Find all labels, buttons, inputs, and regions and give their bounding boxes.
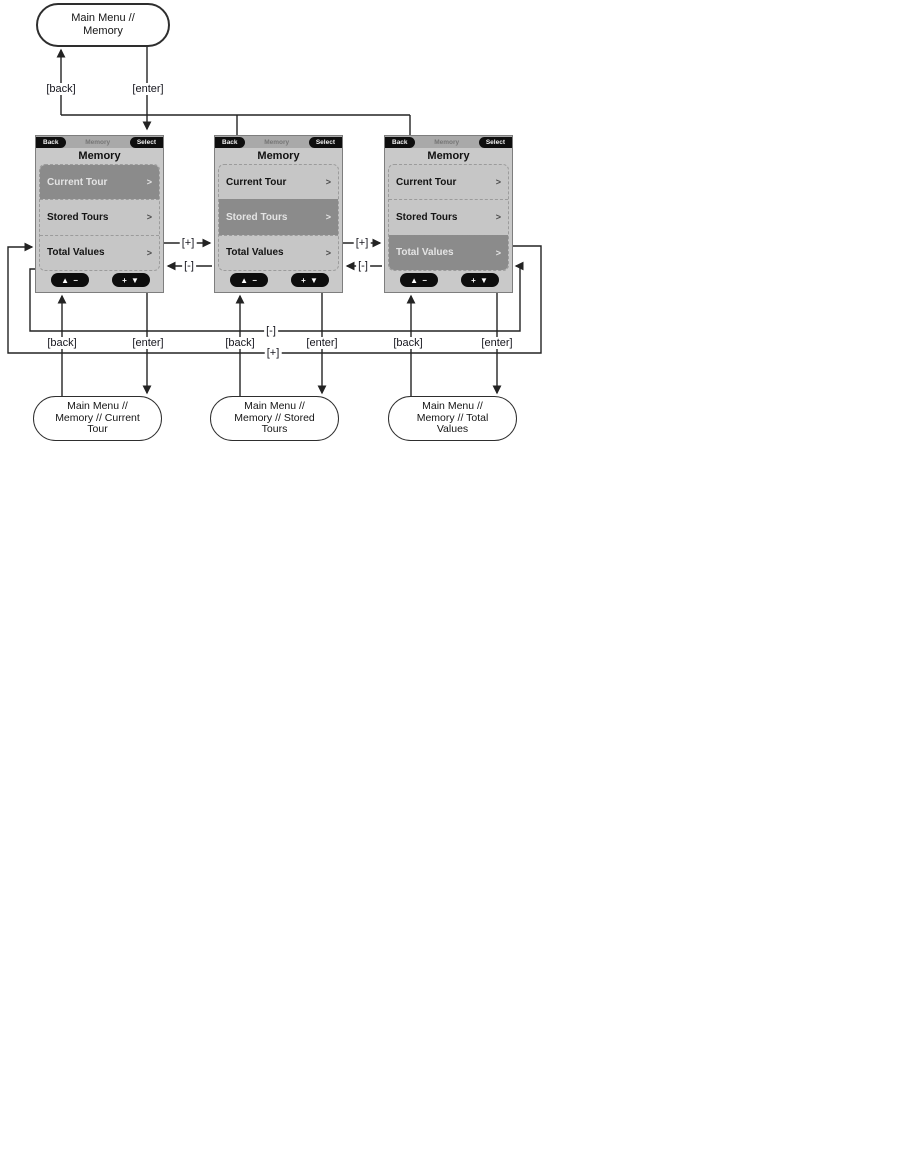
menu-item-stored-tours: Stored Tours > bbox=[389, 199, 508, 234]
tab-memory: Memory bbox=[264, 138, 290, 146]
flow-node-text: Main Menu // bbox=[422, 399, 483, 412]
flow-node-text: Main Menu // bbox=[244, 399, 305, 412]
screen-title: Memory bbox=[427, 150, 470, 162]
button-plus-down: + ▼ bbox=[461, 273, 499, 287]
menu-item-label: Current Tour bbox=[396, 176, 457, 188]
button-up-minus: ▲ − bbox=[230, 273, 268, 287]
device-screen-total-values-selected: Back Memory Select Memory Current Tour >… bbox=[384, 135, 513, 293]
chevron-right-icon: > bbox=[495, 177, 501, 188]
device-screen-current-tour-selected: Back Memory Select Memory Current Tour >… bbox=[35, 135, 164, 293]
flow-node-text: Tours bbox=[261, 423, 288, 436]
tab-back: Back bbox=[36, 136, 66, 148]
menu-item-label: Total Values bbox=[226, 247, 284, 259]
chevron-right-icon: > bbox=[495, 247, 501, 258]
softkey-bar: Back Memory Select bbox=[385, 136, 512, 148]
plus-down-icon: + ▼ bbox=[471, 275, 489, 285]
up-minus-icon: ▲ − bbox=[410, 275, 428, 285]
menu-list: Current Tour > Stored Tours > Total Valu… bbox=[218, 164, 339, 271]
flow-node-main-menu-memory-total-values: Main Menu // Memory // Total Values bbox=[388, 396, 517, 441]
label-back: [back] bbox=[45, 337, 79, 349]
button-plus-down: + ▼ bbox=[112, 273, 150, 287]
menu-item-label: Total Values bbox=[396, 247, 454, 259]
device-screen-stored-tours-selected: Back Memory Select Memory Current Tour >… bbox=[214, 135, 343, 293]
plus-down-icon: + ▼ bbox=[301, 275, 319, 285]
plus-down-icon: + ▼ bbox=[122, 275, 140, 285]
label-enter: [enter] bbox=[130, 83, 166, 95]
flow-node-text: Memory // Stored bbox=[234, 411, 315, 424]
label-back: [back] bbox=[223, 337, 257, 349]
tab-select: Select bbox=[478, 136, 512, 148]
flow-node-text: Memory // Current bbox=[55, 411, 140, 424]
flow-node-text: Main Menu // bbox=[71, 11, 135, 24]
chevron-right-icon: > bbox=[325, 212, 331, 223]
softkey-bar: Back Memory Select bbox=[215, 136, 342, 148]
menu-item-current-tour: Current Tour > bbox=[219, 165, 338, 199]
label-plus: [+] bbox=[353, 237, 371, 249]
chevron-right-icon: > bbox=[325, 177, 331, 188]
menu-item-total-values: Total Values > bbox=[389, 234, 508, 270]
tab-memory: Memory bbox=[85, 138, 111, 146]
chevron-right-icon: > bbox=[146, 247, 152, 258]
flow-node-text: Main Menu // bbox=[67, 399, 128, 412]
flow-node-main-menu-memory: Main Menu // Memory bbox=[36, 3, 170, 47]
menu-item-current-tour: Current Tour > bbox=[40, 165, 159, 200]
menu-item-label: Current Tour bbox=[226, 176, 287, 188]
chevron-right-icon: > bbox=[495, 212, 501, 223]
screen-title: Memory bbox=[257, 150, 300, 162]
menu-list: Current Tour > Stored Tours > Total Valu… bbox=[388, 164, 509, 271]
button-up-minus: ▲ − bbox=[51, 273, 89, 287]
label-enter: [enter] bbox=[130, 337, 166, 349]
chevron-right-icon: > bbox=[146, 212, 152, 223]
menu-item-label: Stored Tours bbox=[226, 211, 288, 223]
menu-item-total-values: Total Values > bbox=[219, 234, 338, 270]
menu-item-current-tour: Current Tour > bbox=[389, 165, 508, 199]
up-minus-icon: ▲ − bbox=[240, 275, 258, 285]
label-minus: [-] bbox=[356, 260, 370, 272]
menu-item-label: Stored Tours bbox=[47, 211, 109, 223]
button-plus-down: + ▼ bbox=[291, 273, 329, 287]
up-minus-icon: ▲ − bbox=[61, 275, 79, 285]
label-plus: [+] bbox=[179, 237, 197, 249]
menu-item-total-values: Total Values > bbox=[40, 234, 159, 270]
menu-item-stored-tours: Stored Tours > bbox=[40, 199, 159, 234]
tab-select: Select bbox=[129, 136, 163, 148]
chevron-right-icon: > bbox=[325, 247, 331, 258]
menu-item-label: Current Tour bbox=[47, 176, 108, 188]
menu-item-stored-tours: Stored Tours > bbox=[219, 199, 338, 235]
label-minus: [-] bbox=[182, 260, 196, 272]
flow-node-text: Tour bbox=[87, 423, 108, 436]
softkey-bar: Back Memory Select bbox=[36, 136, 163, 148]
label-plus-wrap: [+] bbox=[264, 347, 282, 359]
flow-node-main-menu-memory-stored-tours: Main Menu // Memory // Stored Tours bbox=[210, 396, 339, 441]
menu-list: Current Tour > Stored Tours > Total Valu… bbox=[39, 164, 160, 271]
tab-back: Back bbox=[215, 136, 245, 148]
tab-select: Select bbox=[308, 136, 342, 148]
flow-node-text: Memory // Total bbox=[416, 411, 489, 424]
menu-item-label: Stored Tours bbox=[396, 211, 458, 223]
flow-node-text: Values bbox=[436, 423, 469, 436]
flow-node-main-menu-memory-current-tour: Main Menu // Memory // Current Tour bbox=[33, 396, 162, 441]
label-enter: [enter] bbox=[479, 337, 515, 349]
flow-node-text: Memory bbox=[83, 25, 123, 37]
chevron-right-icon: > bbox=[146, 177, 152, 188]
label-enter: [enter] bbox=[304, 337, 340, 349]
label-back: [back] bbox=[391, 337, 425, 349]
label-back: [back] bbox=[44, 83, 78, 95]
tab-back: Back bbox=[385, 136, 415, 148]
tab-memory: Memory bbox=[434, 138, 460, 146]
label-minus-wrap: [-] bbox=[264, 325, 278, 337]
button-up-minus: ▲ − bbox=[400, 273, 438, 287]
menu-item-label: Total Values bbox=[47, 247, 105, 259]
screen-title: Memory bbox=[78, 150, 121, 162]
